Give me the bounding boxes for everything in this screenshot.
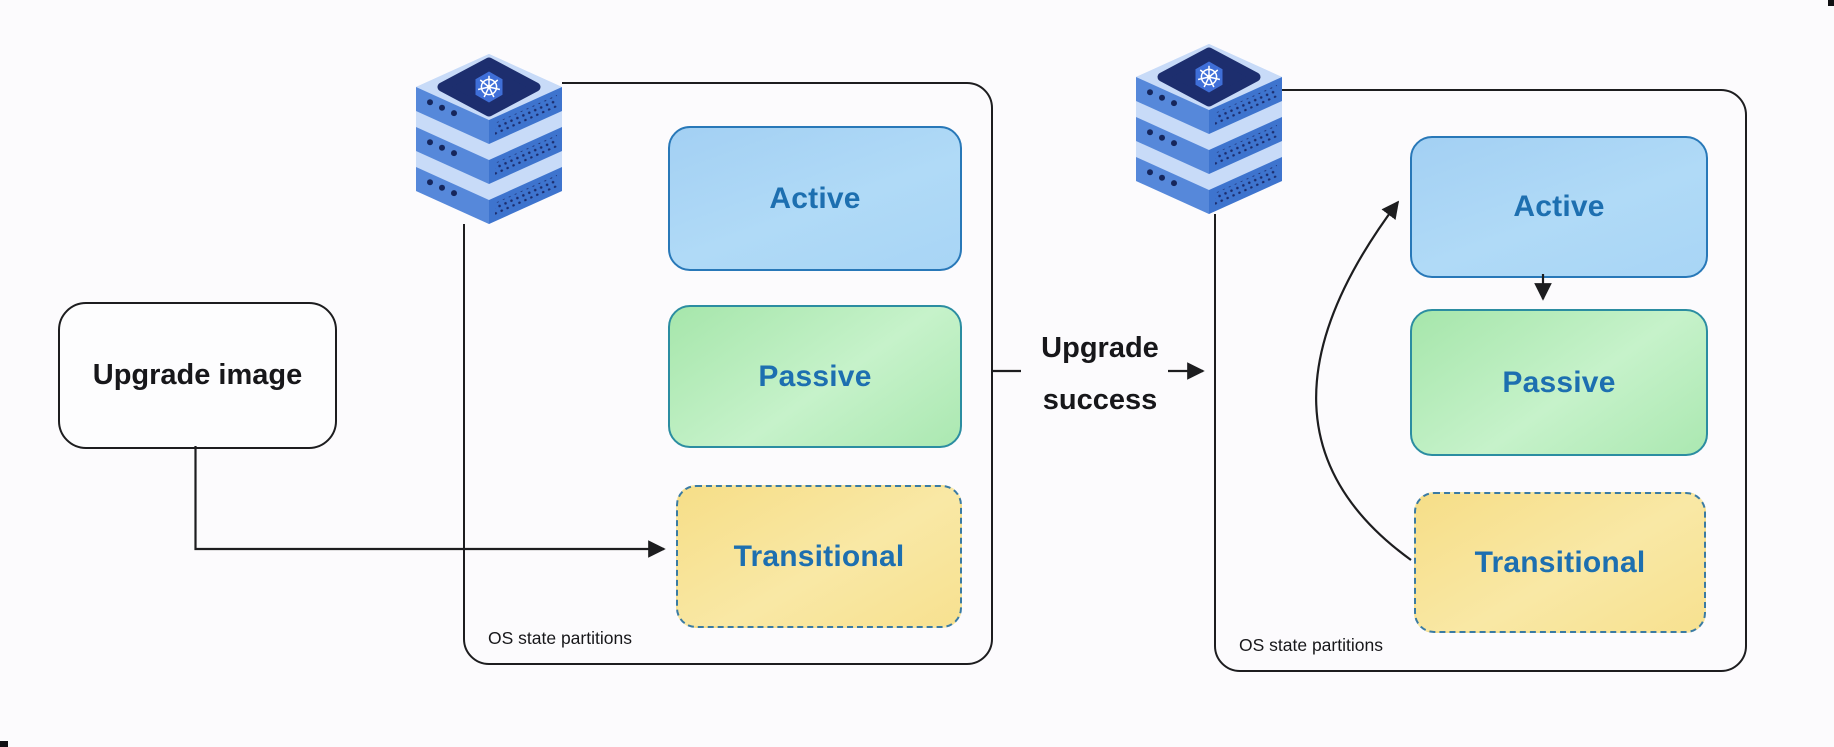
partition-passive-before: Passive <box>668 305 962 448</box>
corner-mark <box>0 741 8 747</box>
upgrade-success-line2: success <box>1042 384 1158 416</box>
partition-transitional-label: Transitional <box>1474 545 1646 579</box>
partition-active-label: Active <box>769 181 861 215</box>
partition-passive-after: Passive <box>1410 309 1708 456</box>
partition-transitional-before: Transitional <box>676 485 962 628</box>
corner-mark <box>1828 0 1834 6</box>
kubernetes-server-icon <box>1136 36 1282 214</box>
partition-transitional-after: Transitional <box>1414 492 1706 633</box>
partition-passive-label: Passive <box>1502 365 1616 399</box>
upgrade-image-label: Upgrade image <box>92 359 303 391</box>
partition-passive-label: Passive <box>758 359 872 393</box>
partition-active-after: Active <box>1410 136 1708 278</box>
upgrade-success-line1: Upgrade <box>1041 332 1159 364</box>
cluster-caption: OS state partitions <box>1239 635 1383 655</box>
partition-active-before: Active <box>668 126 962 271</box>
partition-active-label: Active <box>1513 190 1605 223</box>
kubernetes-server-icon <box>416 46 562 224</box>
partition-transitional-label: Transitional <box>733 539 905 573</box>
upgrade-success-label: Upgrade success <box>1012 322 1188 426</box>
cluster-after-upgrade: Active Passive Transitional OS state par… <box>1214 89 1747 672</box>
cluster-caption: OS state partitions <box>488 628 632 648</box>
upgrade-image-node: Upgrade image <box>58 302 337 449</box>
cluster-before-upgrade: Active Passive Transitional OS state par… <box>463 82 993 665</box>
